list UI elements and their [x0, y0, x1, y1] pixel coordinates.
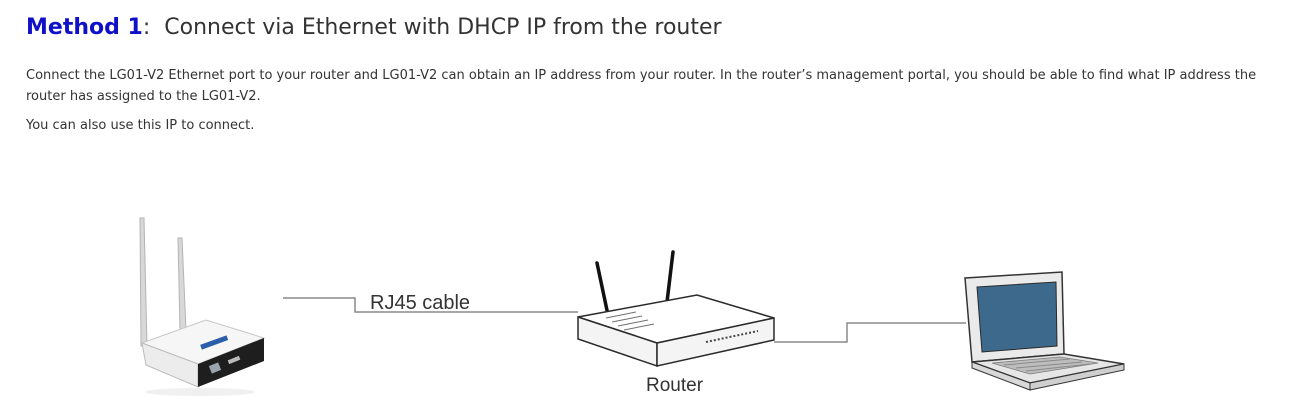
cable-label: RJ45 cable: [370, 292, 470, 314]
heading-separator: :: [142, 15, 151, 40]
rj45-cable-line: [283, 297, 578, 313]
laptop-cable-line: [774, 322, 966, 343]
router-icon: [577, 250, 775, 368]
router-label: Router: [646, 375, 704, 396]
gateway-device-icon: [139, 217, 266, 396]
section-heading: Method 1: Connect via Ethernet with DHCP…: [26, 12, 722, 44]
method-label: Method 1: [26, 15, 143, 40]
connection-diagram: RJ45 cable Router: [139, 217, 1125, 396]
instruction-paragraph: Connect the LG01-V2 Ethernet port to you…: [26, 68, 1257, 104]
note-paragraph: You can also use this IP to connect.: [26, 118, 255, 133]
laptop-icon: [964, 271, 1125, 391]
heading-title: Connect via Ethernet with DHCP IP from t…: [164, 15, 722, 40]
